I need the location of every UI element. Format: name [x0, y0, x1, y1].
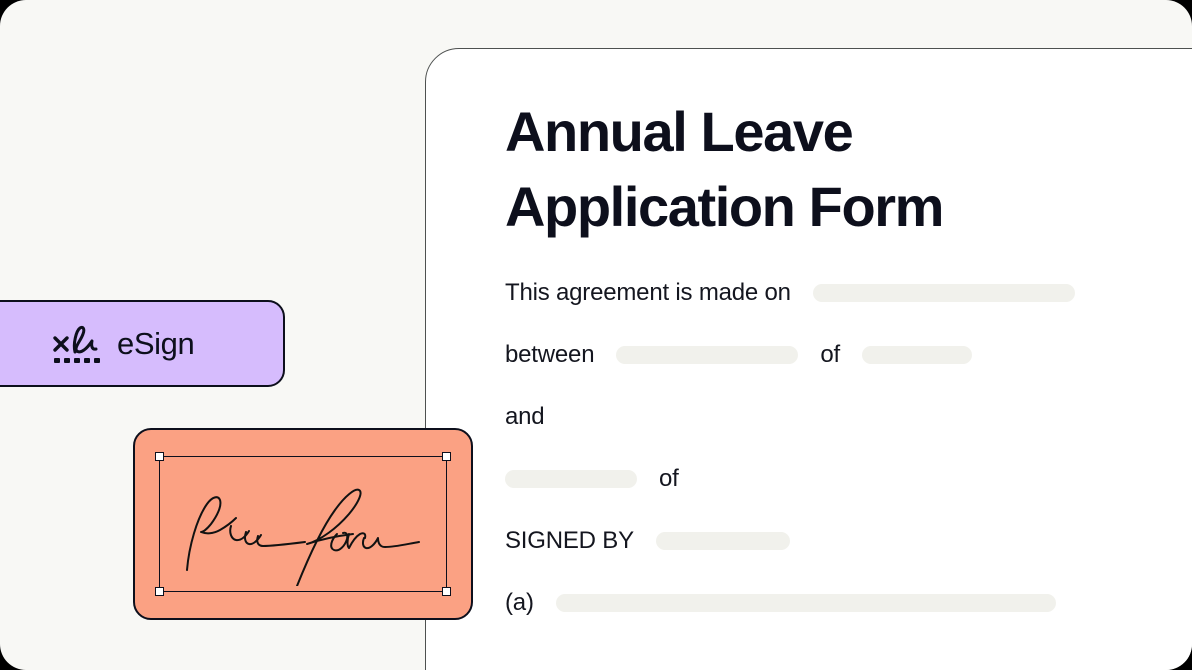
form-label: (a) — [505, 589, 534, 617]
form-blank-field[interactable] — [655, 532, 790, 551]
page-title: Annual Leave Application Form — [505, 100, 944, 239]
form-blank-field[interactable] — [812, 284, 1075, 303]
form-blank-field[interactable] — [555, 594, 1056, 613]
document-content: Annual Leave Application Form This agree… — [505, 94, 1145, 648]
form-blank-field[interactable] — [861, 346, 972, 365]
form-label: SIGNED BY — [505, 527, 634, 555]
selection-frame[interactable] — [155, 452, 451, 596]
form-row-second-party: of — [505, 462, 1145, 496]
form-label: and — [505, 403, 545, 431]
signature-x-icon — [53, 325, 100, 363]
form-label: between — [505, 341, 595, 369]
form-label: This agreement is made on — [505, 279, 791, 307]
esign-badge-label: eSign — [117, 325, 195, 361]
form-row-and: and — [505, 400, 1145, 434]
form-row-between-party: between of — [505, 338, 1145, 372]
form-row-signed-by: SIGNED BY — [505, 524, 1145, 558]
document-panel: Annual Leave Application Form This agree… — [425, 48, 1192, 670]
form-label: of — [820, 341, 840, 369]
resize-handle-bottom-right[interactable] — [442, 587, 451, 596]
resize-handle-top-left[interactable] — [155, 452, 164, 461]
form-label: of — [659, 465, 679, 493]
form-row-clause-a: (a) — [505, 586, 1145, 620]
esign-badge[interactable]: eSign — [0, 300, 285, 387]
form-blank-field[interactable] — [616, 346, 799, 365]
form-blank-field[interactable] — [505, 470, 637, 489]
resize-handle-bottom-left[interactable] — [155, 587, 164, 596]
signature-card[interactable] — [133, 428, 473, 620]
form-row-agreement-date: This agreement is made on — [505, 276, 1145, 310]
resize-handle-top-right[interactable] — [442, 452, 451, 461]
